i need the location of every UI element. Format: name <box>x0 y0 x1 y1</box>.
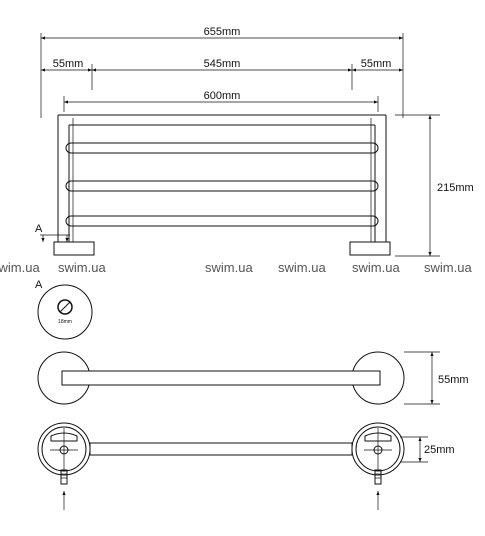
bar-middle <box>65 180 379 192</box>
watermark-3: swim.ua <box>205 260 253 275</box>
mount-right-inner <box>355 426 401 472</box>
bar-bottom <box>65 215 379 227</box>
watermark-4: swim.ua <box>278 260 326 275</box>
mount-dia-label: 25mm <box>424 444 455 456</box>
left-base-plate <box>53 241 95 256</box>
watermark-2: swim.ua <box>58 260 106 275</box>
depth-label: 55mm <box>438 374 469 386</box>
plan-rail <box>61 370 381 386</box>
mount-rail <box>89 442 353 456</box>
detail-inner-circle <box>57 299 73 315</box>
total-width-label: 655mm <box>204 26 241 38</box>
detail-label: A <box>35 279 43 291</box>
dimension-flanges-and-span: 55mm 545mm 55mm <box>41 58 403 90</box>
watermark-6: swim.ua <box>424 260 472 275</box>
front-view: A <box>35 114 391 256</box>
dimension-mount: 25mm <box>400 436 455 463</box>
dimension-height: 215mm <box>395 114 474 257</box>
detail-dia-label: 18mm <box>58 319 72 325</box>
mounting-view <box>37 422 405 510</box>
watermark-5: swim.ua <box>352 260 400 275</box>
detail-outer-circle <box>37 284 93 340</box>
height-label: 215mm <box>437 182 474 194</box>
detail-a: A 18mm <box>35 279 93 340</box>
right-flange-label: 55mm <box>361 58 392 70</box>
dimension-rail-length: 600mm <box>63 90 379 112</box>
dimension-depth: 55mm <box>404 351 469 405</box>
inner-span-label: 545mm <box>204 58 241 70</box>
mount-left-inner <box>41 426 87 472</box>
watermark-row: swim.ua swim.ua swim.ua swim.ua swim.ua … <box>0 260 472 275</box>
plan-view <box>37 351 405 405</box>
right-base-plate <box>349 241 391 256</box>
bar-top <box>65 142 379 154</box>
section-marker: A <box>35 223 43 235</box>
dimension-total-width: 655mm <box>40 26 404 118</box>
watermark-1: swim.ua <box>0 260 40 275</box>
left-flange-label: 55mm <box>53 58 84 70</box>
rail-length-label: 600mm <box>204 90 241 102</box>
